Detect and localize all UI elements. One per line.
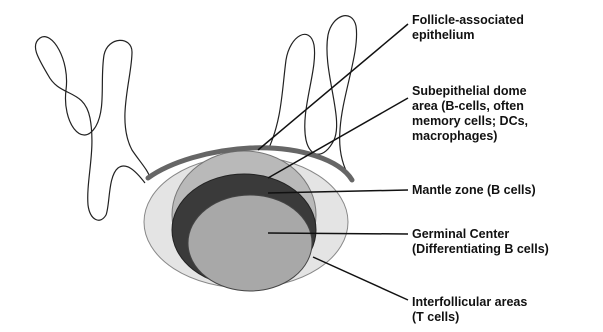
- label-line: Interfollicular areas: [412, 295, 602, 310]
- label-mantle-zone: Mantle zone (B cells): [412, 183, 602, 198]
- label-follicle-associated-epithelium: Follicle-associated epithelium: [412, 13, 602, 43]
- label-line: Germinal Center: [412, 227, 602, 242]
- label-line: Subepithelial dome: [412, 84, 602, 99]
- label-line: Follicle-associated: [412, 13, 602, 28]
- leader-line-epithelium: [258, 24, 408, 150]
- label-interfollicular-areas: Interfollicular areas (T cells): [412, 295, 602, 325]
- label-line: area (B-cells, often: [412, 99, 602, 114]
- label-line: Mantle zone (B cells): [412, 183, 602, 198]
- label-line: epithelium: [412, 28, 602, 43]
- leader-line-germinal: [268, 233, 408, 234]
- label-line: macrophages): [412, 129, 602, 144]
- label-subepithelial-dome: Subepithelial dome area (B-cells, often …: [412, 84, 602, 144]
- label-line: memory cells; DCs,: [412, 114, 602, 129]
- leader-line-interfollicular: [313, 257, 408, 300]
- label-germinal-center: Germinal Center (Differentiating B cells…: [412, 227, 602, 257]
- germinal-center: [188, 195, 312, 291]
- label-line: (T cells): [412, 310, 602, 325]
- villus-left: [35, 37, 150, 221]
- label-line: (Differentiating B cells): [412, 242, 602, 257]
